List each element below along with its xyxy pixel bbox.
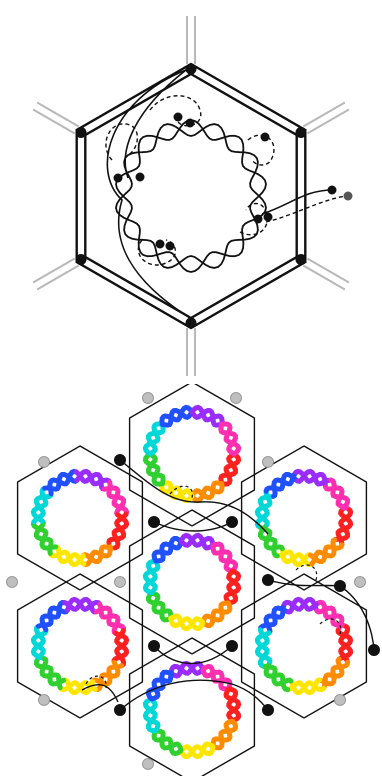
gray-vertex-dot xyxy=(39,695,50,706)
gray-vertex-dot xyxy=(39,457,50,468)
rainbow-ring xyxy=(145,407,238,500)
gray-vertex-dot xyxy=(7,577,18,588)
rainbow-ring xyxy=(257,599,350,692)
vertex-node xyxy=(76,254,87,265)
ring-node xyxy=(166,242,175,251)
ring-node xyxy=(136,173,145,182)
ring-node xyxy=(114,174,123,183)
rainbow-ring xyxy=(257,471,350,564)
gray-vertex-dot xyxy=(231,393,242,404)
vertex-node xyxy=(296,254,307,265)
vertex-node xyxy=(186,64,197,75)
gray-vertex-dot xyxy=(115,577,126,588)
hexagon-cell-diagram xyxy=(0,0,382,380)
ring-node xyxy=(174,113,183,122)
rainbow-ring xyxy=(33,599,126,692)
hexagon-border xyxy=(77,64,306,328)
connection-strand xyxy=(154,646,232,663)
dashed-loop xyxy=(248,135,274,165)
hexagon-border xyxy=(85,74,296,318)
ring-node xyxy=(186,119,195,128)
ring-node xyxy=(254,215,263,224)
ring-node xyxy=(328,186,337,195)
rainbow-ring xyxy=(145,663,238,756)
ring-node xyxy=(261,133,270,142)
vertex-node xyxy=(296,127,307,138)
gray-vertex-dot xyxy=(335,695,346,706)
rainbow-ring xyxy=(33,471,126,564)
dashed-loop xyxy=(296,565,317,580)
ring-node xyxy=(264,213,273,222)
gray-vertex-dot xyxy=(355,577,366,588)
vertex-node xyxy=(186,318,197,329)
gray-vertex-dot xyxy=(143,393,154,404)
gray-vertex-dot xyxy=(143,759,154,770)
gray-vertex-dot xyxy=(263,457,274,468)
hexagonal-lattice-diagram xyxy=(0,384,382,776)
rainbow-ring xyxy=(145,535,238,628)
vertex-node xyxy=(76,127,87,138)
connection-strand xyxy=(154,522,232,531)
ring-node-gray xyxy=(344,192,353,201)
ring-node xyxy=(156,240,165,249)
